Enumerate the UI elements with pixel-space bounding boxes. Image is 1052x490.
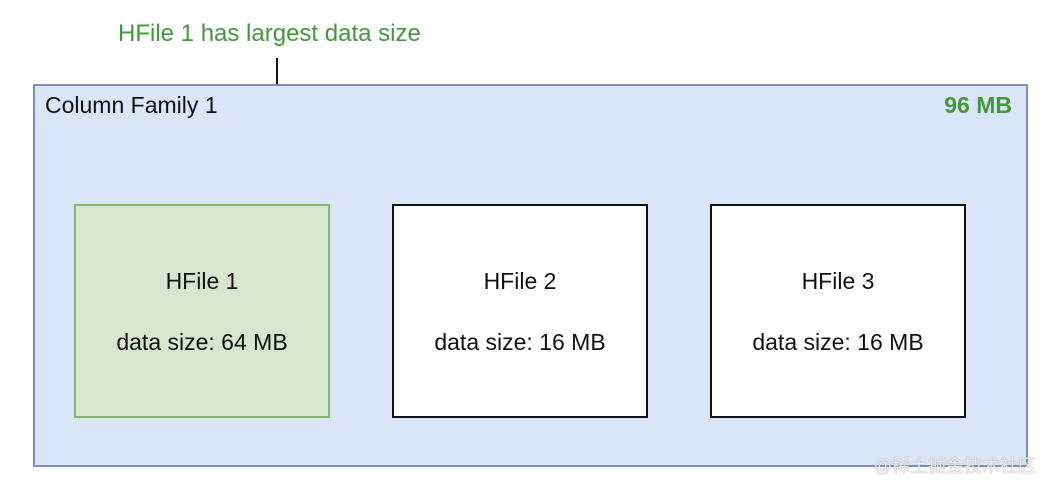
hfile-2-box: HFile 2 data size: 16 MB xyxy=(392,204,648,418)
hfile-3-box: HFile 3 data size: 16 MB xyxy=(710,204,966,418)
annotation-label: HFile 1 has largest data size xyxy=(118,20,421,47)
hfile-1-name: HFile 1 xyxy=(165,268,239,294)
watermark: @稀土掘金技术社区 xyxy=(873,456,1036,476)
hfile-2-name: HFile 2 xyxy=(483,268,557,294)
hfile-2-size: data size: 16 MB xyxy=(434,329,606,355)
hfile-3-size: data size: 16 MB xyxy=(752,329,924,355)
column-family-label: Column Family 1 xyxy=(45,92,218,118)
hfile-1-size: data size: 64 MB xyxy=(116,329,288,355)
hfile-3-name: HFile 3 xyxy=(801,268,875,294)
column-family-total-size: 96 MB xyxy=(944,92,1012,118)
hfile-1-box: HFile 1 data size: 64 MB xyxy=(74,204,330,418)
